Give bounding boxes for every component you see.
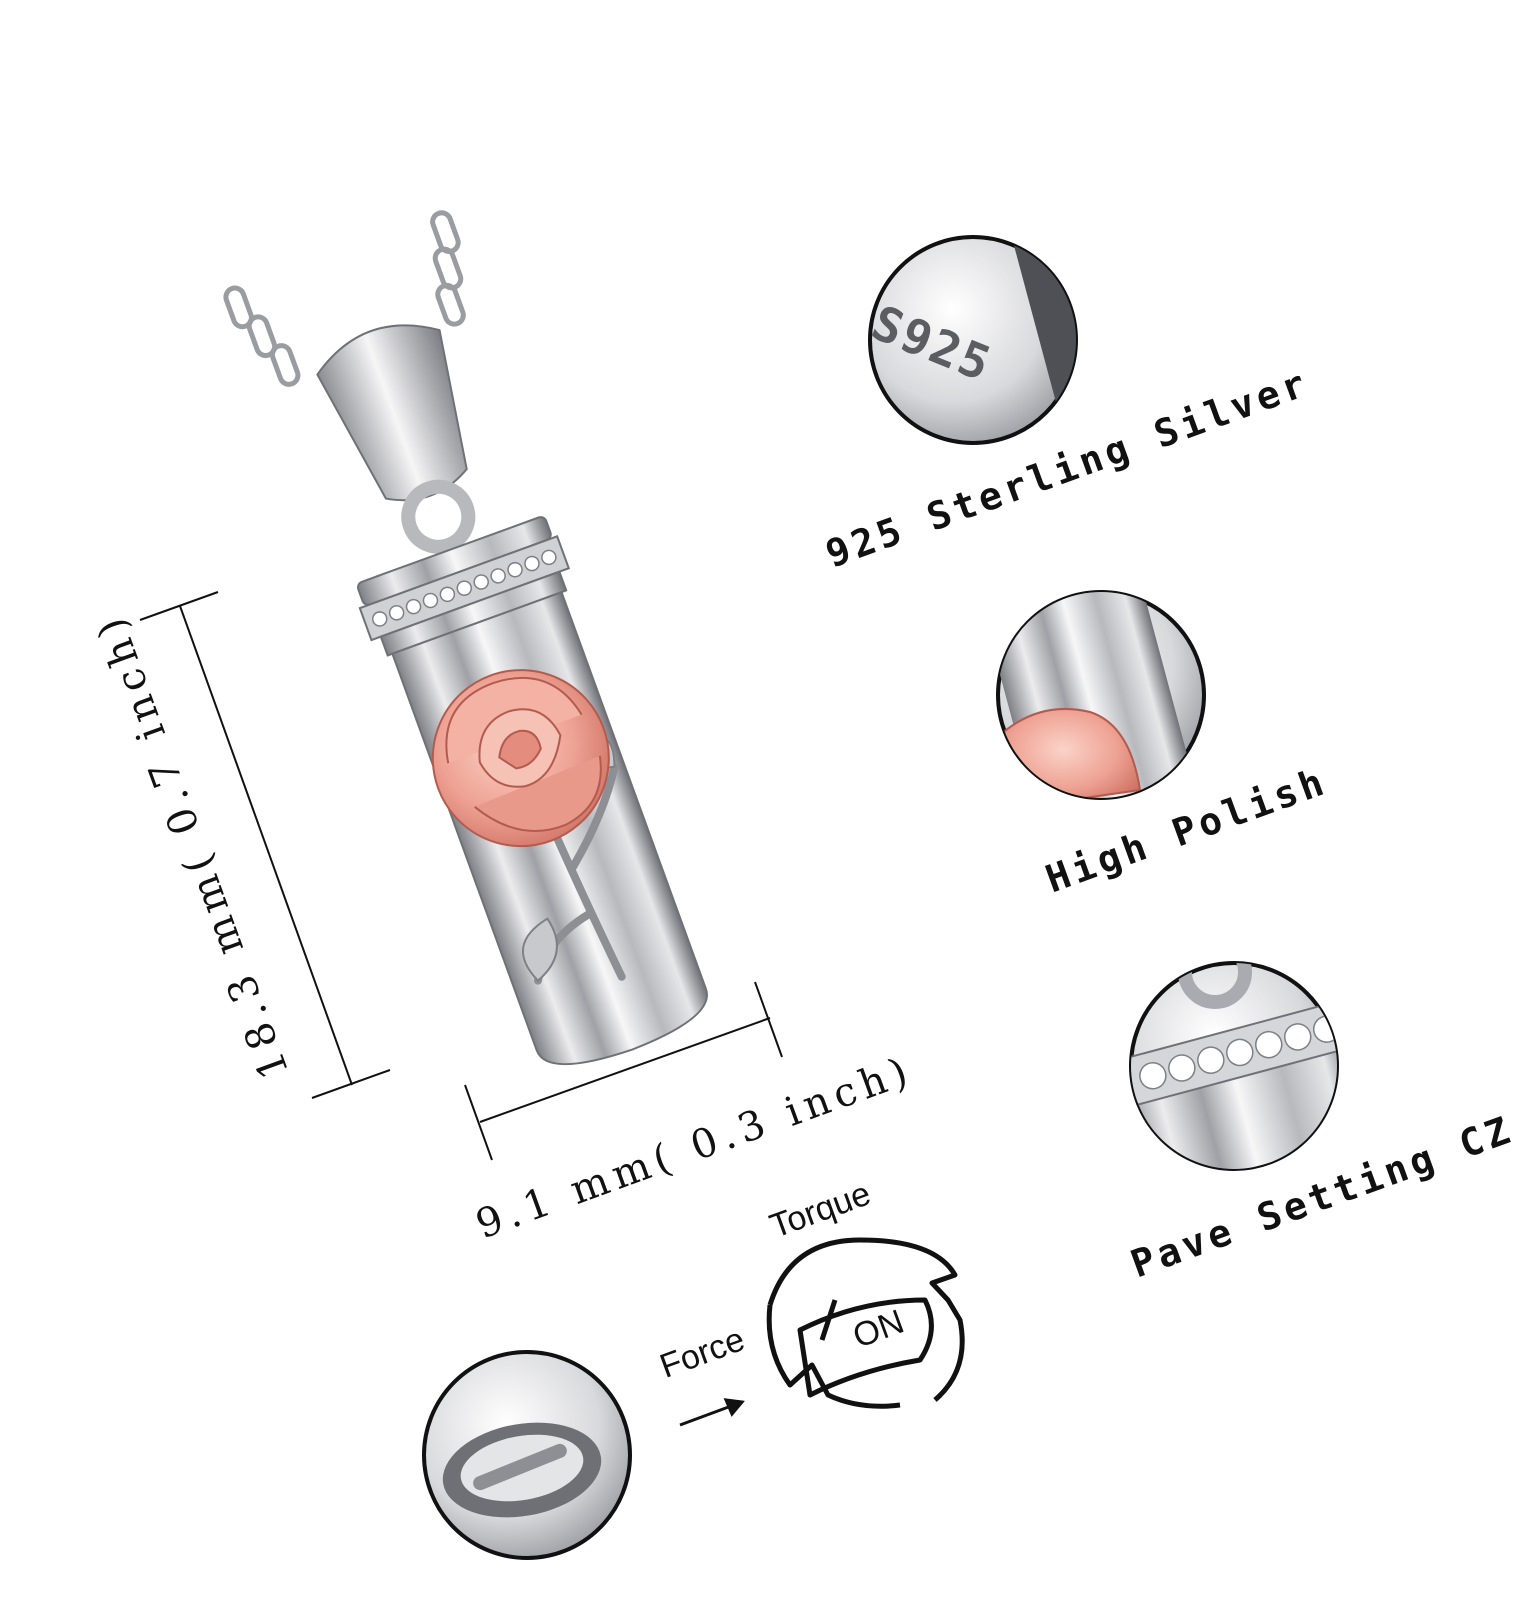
rose-flower: [431, 669, 610, 848]
detail-circle-polish: [996, 590, 1206, 800]
pendant: [223, 210, 708, 1066]
bail: [316, 324, 468, 502]
leaf: [522, 917, 558, 983]
cz-stones: [371, 549, 557, 627]
width-dimension-line: [464, 981, 783, 1161]
detail-circle-opening: [422, 1350, 632, 1560]
detail-circle-pave: [1129, 961, 1339, 1171]
height-dimension-line: [139, 591, 391, 1099]
arrow-right-icon: [679, 1398, 745, 1427]
twist-open-icon: [766, 1237, 965, 1409]
chain: [223, 210, 466, 387]
jump-ring: [401, 479, 476, 554]
detail-circle-stamp: [868, 235, 1078, 445]
